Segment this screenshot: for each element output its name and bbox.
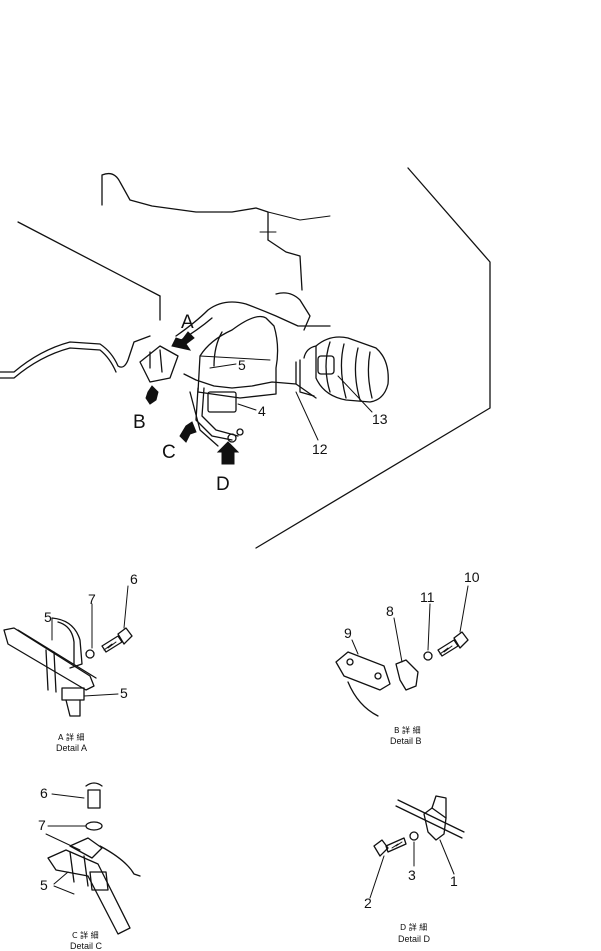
part-label-4: 4 [258,403,266,419]
frame-outline [17,167,491,549]
engine-housing [197,292,311,399]
detail-a-label-7: 7 [88,591,96,607]
detail-d-label-1: 1 [450,873,458,889]
detail-b-label-9: 9 [344,625,352,641]
view-arrow-b-icon [145,385,159,405]
wire-harness [0,301,331,447]
detail-a-caption-en: Detail A [56,743,87,753]
detail-c: 6 7 5 C 詳 細 Detail C [38,782,141,951]
detail-a-caption-jp: A 詳 細 [58,732,85,742]
detail-b-caption-jp: B 詳 細 [394,725,421,735]
detail-b-caption-en: Detail B [390,736,422,746]
detail-a-label-6: 6 [130,571,138,587]
detail-c-caption-jp: C 詳 細 [72,930,99,940]
detail-c-label-5: 5 [40,877,48,893]
part-label-5: 5 [238,357,246,373]
view-label-b: B [133,412,146,433]
detail-d: 2 3 1 D 詳 細 Detail D [364,795,465,944]
detail-b-label-10: 10 [464,569,480,585]
view-arrow-d-icon [216,441,240,465]
rear-housing [299,336,389,403]
detail-c-label-7: 7 [38,817,46,833]
detail-d-caption-jp: D 詳 細 [400,922,427,932]
detail-a-label-5-upper: 5 [44,609,52,625]
main-leader-lines [209,363,373,441]
view-arrow-c-icon [179,421,197,443]
detail-c-label-6: 6 [40,785,48,801]
part-label-12: 12 [312,441,328,457]
view-label-a: A [181,312,194,333]
view-label-c: C [162,442,176,463]
connector-block [139,345,244,443]
detail-d-label-3: 3 [408,867,416,883]
detail-b-label-8: 8 [386,603,394,619]
detail-b-label-11: 11 [420,589,435,605]
view-label-d: D [216,474,230,495]
main-view: A B C D 5 4 12 13 [0,167,491,549]
view-arrow-a-icon [171,331,195,351]
detail-a-label-5-lower: 5 [120,685,128,701]
view-arrows [145,331,240,465]
detail-d-label-2: 2 [364,895,372,911]
detail-c-caption-en: Detail C [70,941,103,951]
part-label-13: 13 [372,411,388,427]
detail-d-caption-en: Detail D [398,934,431,944]
detail-a: 5 7 6 5 A 詳 細 Detail A [3,571,138,753]
detail-b: 9 8 11 10 B 詳 細 Detail B [335,569,480,746]
